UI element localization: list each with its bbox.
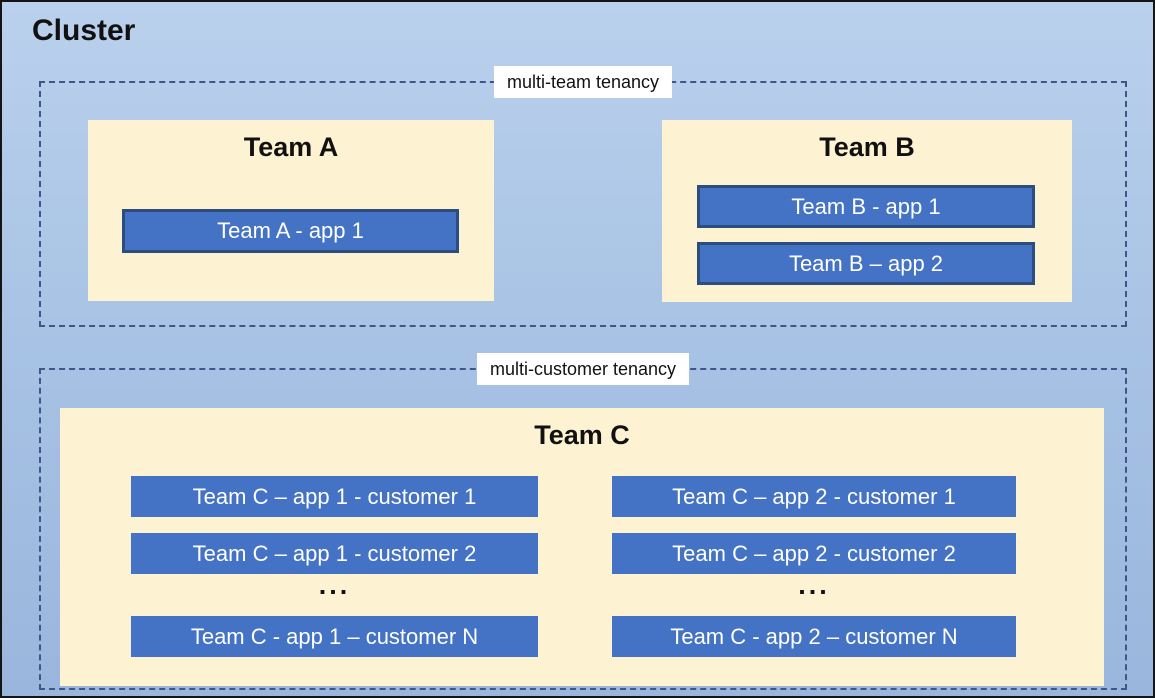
- multi-customer-tenancy-section: multi-customer tenancy Team C Team C – a…: [39, 353, 1127, 690]
- app-node-team-c-app2-customerN: Team C - app 2 – customer N: [612, 616, 1016, 657]
- team-c-app2-column: Team C – app 2 - customer 1 Team C – app…: [612, 408, 1016, 686]
- app-node-team-c-app1-customerN: Team C - app 1 – customer N: [131, 616, 538, 657]
- team-a-panel: Team A Team A - app 1: [88, 120, 494, 301]
- multi-customer-tenancy-label: multi-customer tenancy: [476, 353, 690, 385]
- team-b-title: Team B: [819, 132, 915, 162]
- team-b-panel: Team B Team B - app 1 Team B – app 2: [662, 120, 1072, 302]
- ellipsis-app1-column: ...: [318, 570, 351, 600]
- app-node-team-c-app1-customer2: Team C – app 1 - customer 2: [131, 533, 538, 574]
- team-c-title: Team C: [534, 420, 630, 450]
- multi-team-tenancy-section: multi-team tenancy Team A Team A - app 1…: [39, 66, 1127, 327]
- app-node-team-c-app2-customer2: Team C – app 2 - customer 2: [612, 533, 1016, 574]
- app-node-team-c-app1-customer1: Team C – app 1 - customer 1: [131, 476, 538, 517]
- ellipsis-app2-column: ...: [798, 570, 830, 600]
- team-c-app1-column: Team C – app 1 - customer 1 Team C – app…: [131, 408, 538, 686]
- team-c-panel: Team C Team C – app 1 - customer 1 Team …: [60, 408, 1104, 686]
- app-node-team-c-app2-customer1: Team C – app 2 - customer 1: [612, 476, 1016, 517]
- app-node-team-a-app-1: Team A - app 1: [122, 209, 459, 253]
- team-a-title: Team A: [243, 132, 339, 162]
- multi-team-tenancy-label: multi-team tenancy: [493, 66, 673, 98]
- app-node-team-b-app-1: Team B - app 1: [697, 185, 1035, 228]
- app-node-team-b-app-2: Team B – app 2: [697, 242, 1035, 285]
- cluster-title: Cluster: [32, 14, 136, 47]
